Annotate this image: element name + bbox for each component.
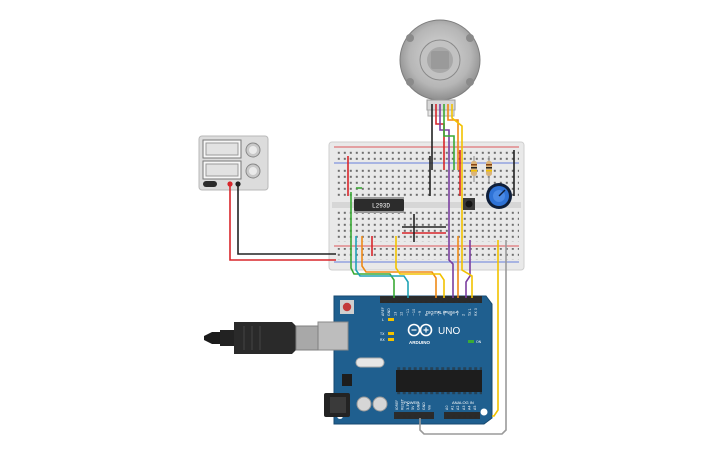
driver-chip-label: L293D bbox=[372, 203, 390, 210]
pin-label: RESET bbox=[400, 398, 404, 410]
pin-label: A0 bbox=[445, 406, 449, 410]
pin-label: ~6 bbox=[437, 311, 441, 316]
pin-label: TX 1 bbox=[468, 308, 472, 317]
motor-driver-chip[interactable]: L293D bbox=[354, 197, 404, 213]
motor-wires bbox=[431, 104, 463, 170]
pin-label: 5V bbox=[411, 405, 415, 410]
board-brand-label: ARDUINO bbox=[409, 340, 430, 345]
resistor-2[interactable] bbox=[486, 156, 492, 182]
pin-label: IOREF bbox=[395, 400, 399, 410]
pin-label: A5 bbox=[473, 406, 477, 410]
indicator-label-on: ON bbox=[476, 340, 482, 344]
pin-label: RX 0 bbox=[474, 308, 478, 316]
indicator-label-rx: RX bbox=[380, 338, 385, 342]
power-header-label: POWER bbox=[404, 400, 419, 405]
board-model-label: UNO bbox=[438, 326, 460, 337]
pin-label: ~5 bbox=[443, 311, 447, 316]
breadboard-jumpers bbox=[347, 150, 515, 256]
pin-label: ~10 bbox=[412, 309, 416, 316]
analog-header-label: ANALOG IN bbox=[452, 400, 474, 405]
usb-cable[interactable] bbox=[204, 322, 319, 354]
pin-label: 3.3V bbox=[406, 402, 410, 410]
power-supply-wires bbox=[229, 186, 336, 261]
pin-label: 12 bbox=[400, 312, 404, 316]
indicator-label-l: L bbox=[382, 318, 384, 322]
dc-motor-encoder[interactable] bbox=[399, 19, 481, 117]
pin-label: 13 bbox=[393, 312, 397, 316]
pin-label: A2 bbox=[456, 406, 460, 410]
pin-label: ~9 bbox=[418, 311, 422, 316]
indicator-label-tx: TX bbox=[379, 332, 385, 336]
pin-label: GND bbox=[387, 308, 391, 316]
pin-label: A4 bbox=[467, 406, 471, 410]
pin-label: GND bbox=[417, 402, 421, 410]
pushbutton[interactable] bbox=[463, 198, 475, 210]
pin-label: 4 bbox=[449, 314, 453, 316]
arduino-uno-board[interactable]: ARDUINO UNO DIGITAL (PWM~) POWER ANALOG … bbox=[317, 295, 493, 425]
resistor-1[interactable] bbox=[471, 156, 477, 182]
pin-label: GND bbox=[422, 402, 426, 410]
pin-label: ~3 bbox=[455, 311, 459, 316]
signal-wires bbox=[350, 170, 507, 435]
pin-label: 8 bbox=[424, 314, 428, 316]
pin-label: A3 bbox=[462, 406, 466, 410]
pin-label: AREF bbox=[381, 307, 385, 316]
digital-header-label: DIGITAL (PWM~) bbox=[426, 310, 459, 315]
pin-label: ~11 bbox=[406, 309, 410, 316]
pin-label: Vin bbox=[427, 405, 431, 410]
power-supply[interactable] bbox=[198, 135, 269, 191]
potentiometer[interactable] bbox=[486, 183, 512, 209]
pin-label: A1 bbox=[451, 406, 455, 410]
pin-label: 2 bbox=[462, 314, 466, 316]
pin-label: 7 bbox=[431, 314, 435, 316]
arduino-logo-icon bbox=[407, 323, 433, 337]
